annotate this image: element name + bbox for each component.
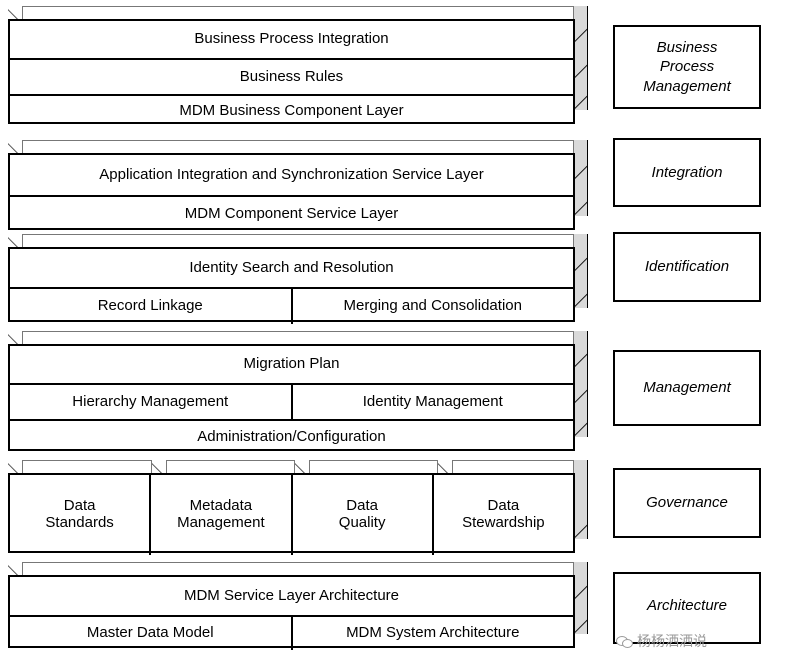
block-side-face (574, 234, 588, 308)
diagram-row: Master Data Model MDM System Architectur… (10, 615, 573, 650)
block-top-face (452, 460, 574, 474)
block-top-bevel (8, 331, 574, 345)
block-business-process-management: Business Process Integration Business Ru… (8, 6, 588, 124)
diagram-cell: MDM Service Layer Architecture (183, 586, 400, 604)
side-slice (574, 43, 587, 79)
diagram-cell: MDM System Architecture (290, 617, 574, 650)
block-top-face (22, 460, 152, 474)
block-top-bevel (152, 460, 295, 474)
side-slice (574, 600, 587, 634)
block-front-face: Data Standards Metadata Management Data … (8, 473, 575, 555)
block-front-face: Business Process Integration Business Ru… (8, 19, 575, 124)
block-side-face (574, 562, 588, 634)
diagram-cell: Data Standards (45, 497, 114, 531)
diagram-row: Administration/Configuration (10, 419, 573, 453)
block-top-face (309, 460, 438, 474)
block-top-bevel (8, 460, 152, 474)
side-slice (574, 140, 587, 180)
diagram-cell: Migration Plan (243, 355, 340, 373)
block-top-bevel (438, 460, 574, 474)
block-top-face (22, 331, 574, 345)
side-slice (574, 368, 587, 404)
diagram-row: MDM Service Layer Architecture (10, 577, 573, 615)
block-front-face: Identity Search and Resolution Record Li… (8, 247, 575, 324)
label-identification: Identification (613, 232, 761, 302)
side-slice (574, 562, 587, 600)
diagram-cell: Master Data Model (86, 624, 214, 642)
block-top-bevel (8, 6, 574, 20)
label-business-process-management: Business Process Management (613, 25, 761, 109)
block-integration: Application Integration and Synchronizat… (8, 140, 588, 230)
block-side-face (574, 140, 588, 216)
side-slice (574, 180, 587, 216)
diagram-row: Hierarchy Management Identity Management (10, 383, 573, 419)
diagram-row: MDM Business Component Layer (10, 94, 573, 126)
diagram-row: Migration Plan (10, 346, 573, 383)
block-top-face (22, 234, 574, 248)
diagram-cell: Hierarchy Management (72, 392, 229, 410)
block-side-face (574, 6, 588, 110)
diagram-cell: Metadata Management (149, 475, 290, 555)
diagram-cell: Business Process Integration (194, 30, 389, 48)
label-governance: Governance (613, 468, 761, 538)
diagram-row: Data Standards Metadata Management Data … (10, 475, 573, 555)
block-architecture: MDM Service Layer Architecture Master Da… (8, 562, 588, 650)
block-top-face (22, 562, 574, 576)
diagram-cell: Application Integration and Synchronizat… (99, 165, 484, 183)
side-slice (574, 404, 587, 437)
block-top-bevel (8, 140, 574, 154)
diagram-row: Identity Search and Resolution (10, 249, 573, 287)
diagram-row: Business Rules (10, 58, 573, 94)
diagram-cell: Administration/Configuration (197, 427, 386, 445)
block-management: Migration Plan Hierarchy Management Iden… (8, 331, 588, 451)
block-top-face (22, 140, 574, 154)
block-top-bevel (8, 234, 574, 248)
label-integration: Integration (613, 138, 761, 207)
side-slice (574, 460, 587, 539)
block-front-face: Migration Plan Hierarchy Management Iden… (8, 344, 575, 451)
block-top-face (166, 460, 295, 474)
diagram-cell: Record Linkage (97, 297, 203, 315)
diagram-cell: Identity Search and Resolution (189, 258, 394, 276)
diagram-cell: Data Quality (290, 475, 432, 555)
diagram-cell: Data Stewardship (431, 475, 573, 555)
diagram-cell: Merging and Consolidation (290, 289, 574, 324)
block-top-bevel (295, 460, 438, 474)
diagram-row: MDM Component Service Layer (10, 195, 573, 232)
diagram-cell: Business Rules (239, 67, 344, 85)
side-slice (574, 79, 587, 110)
side-slice (574, 272, 587, 308)
block-top-bevel (8, 562, 574, 576)
diagram-cell: MDM Business Component Layer (179, 101, 404, 119)
diagram-cell: Identity Management (290, 385, 574, 419)
block-governance: Data Standards Metadata Management Data … (8, 460, 588, 555)
label-management: Management (613, 350, 761, 426)
diagram-row: Application Integration and Synchronizat… (10, 155, 573, 195)
label-architecture: Architecture (613, 572, 761, 644)
diagram-row: Business Process Integration (10, 21, 573, 58)
block-side-face (574, 331, 588, 437)
block-side-face (574, 460, 588, 539)
block-identification: Identity Search and Resolution Record Li… (8, 234, 588, 324)
side-slice (574, 331, 587, 368)
side-slice (574, 234, 587, 272)
block-top-face (22, 6, 574, 20)
diagram-row: Record Linkage Merging and Consolidation (10, 287, 573, 324)
block-front-face: MDM Service Layer Architecture Master Da… (8, 575, 575, 650)
side-slice (574, 6, 587, 43)
block-front-face: Application Integration and Synchronizat… (8, 153, 575, 230)
diagram-cell: MDM Component Service Layer (184, 205, 399, 223)
